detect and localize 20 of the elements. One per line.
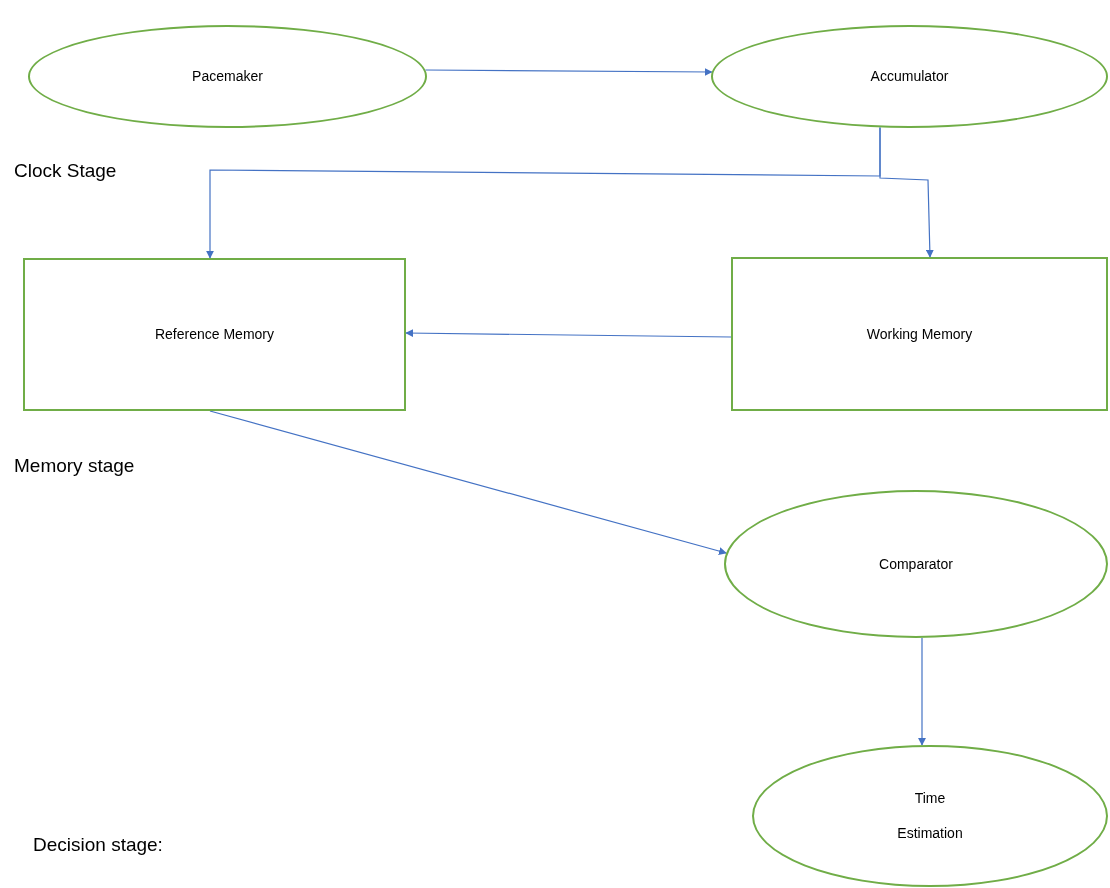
process-ellipse	[752, 745, 1108, 887]
arrow	[879, 126, 934, 258]
process-ellipse	[711, 25, 1108, 128]
arrow	[405, 329, 732, 338]
stage-label: Memory stage	[14, 455, 135, 477]
stage-label: Decision stage:	[33, 834, 163, 856]
arrow	[918, 637, 926, 746]
stage-label: Clock Stage	[14, 160, 117, 182]
process-ellipse	[28, 25, 427, 128]
node-label: Accumulator	[870, 67, 949, 86]
node-label: Pacemaker	[192, 67, 263, 86]
process-box	[23, 258, 406, 411]
node-label: Time Estimation	[896, 789, 964, 843]
process-ellipse	[724, 490, 1108, 638]
node-label: Reference Memory	[154, 325, 274, 344]
arrow	[424, 67, 713, 76]
node-label: Working Memory	[866, 324, 973, 344]
node-label: Comparator	[879, 554, 953, 574]
arrow	[209, 410, 727, 555]
process-box	[731, 257, 1108, 411]
